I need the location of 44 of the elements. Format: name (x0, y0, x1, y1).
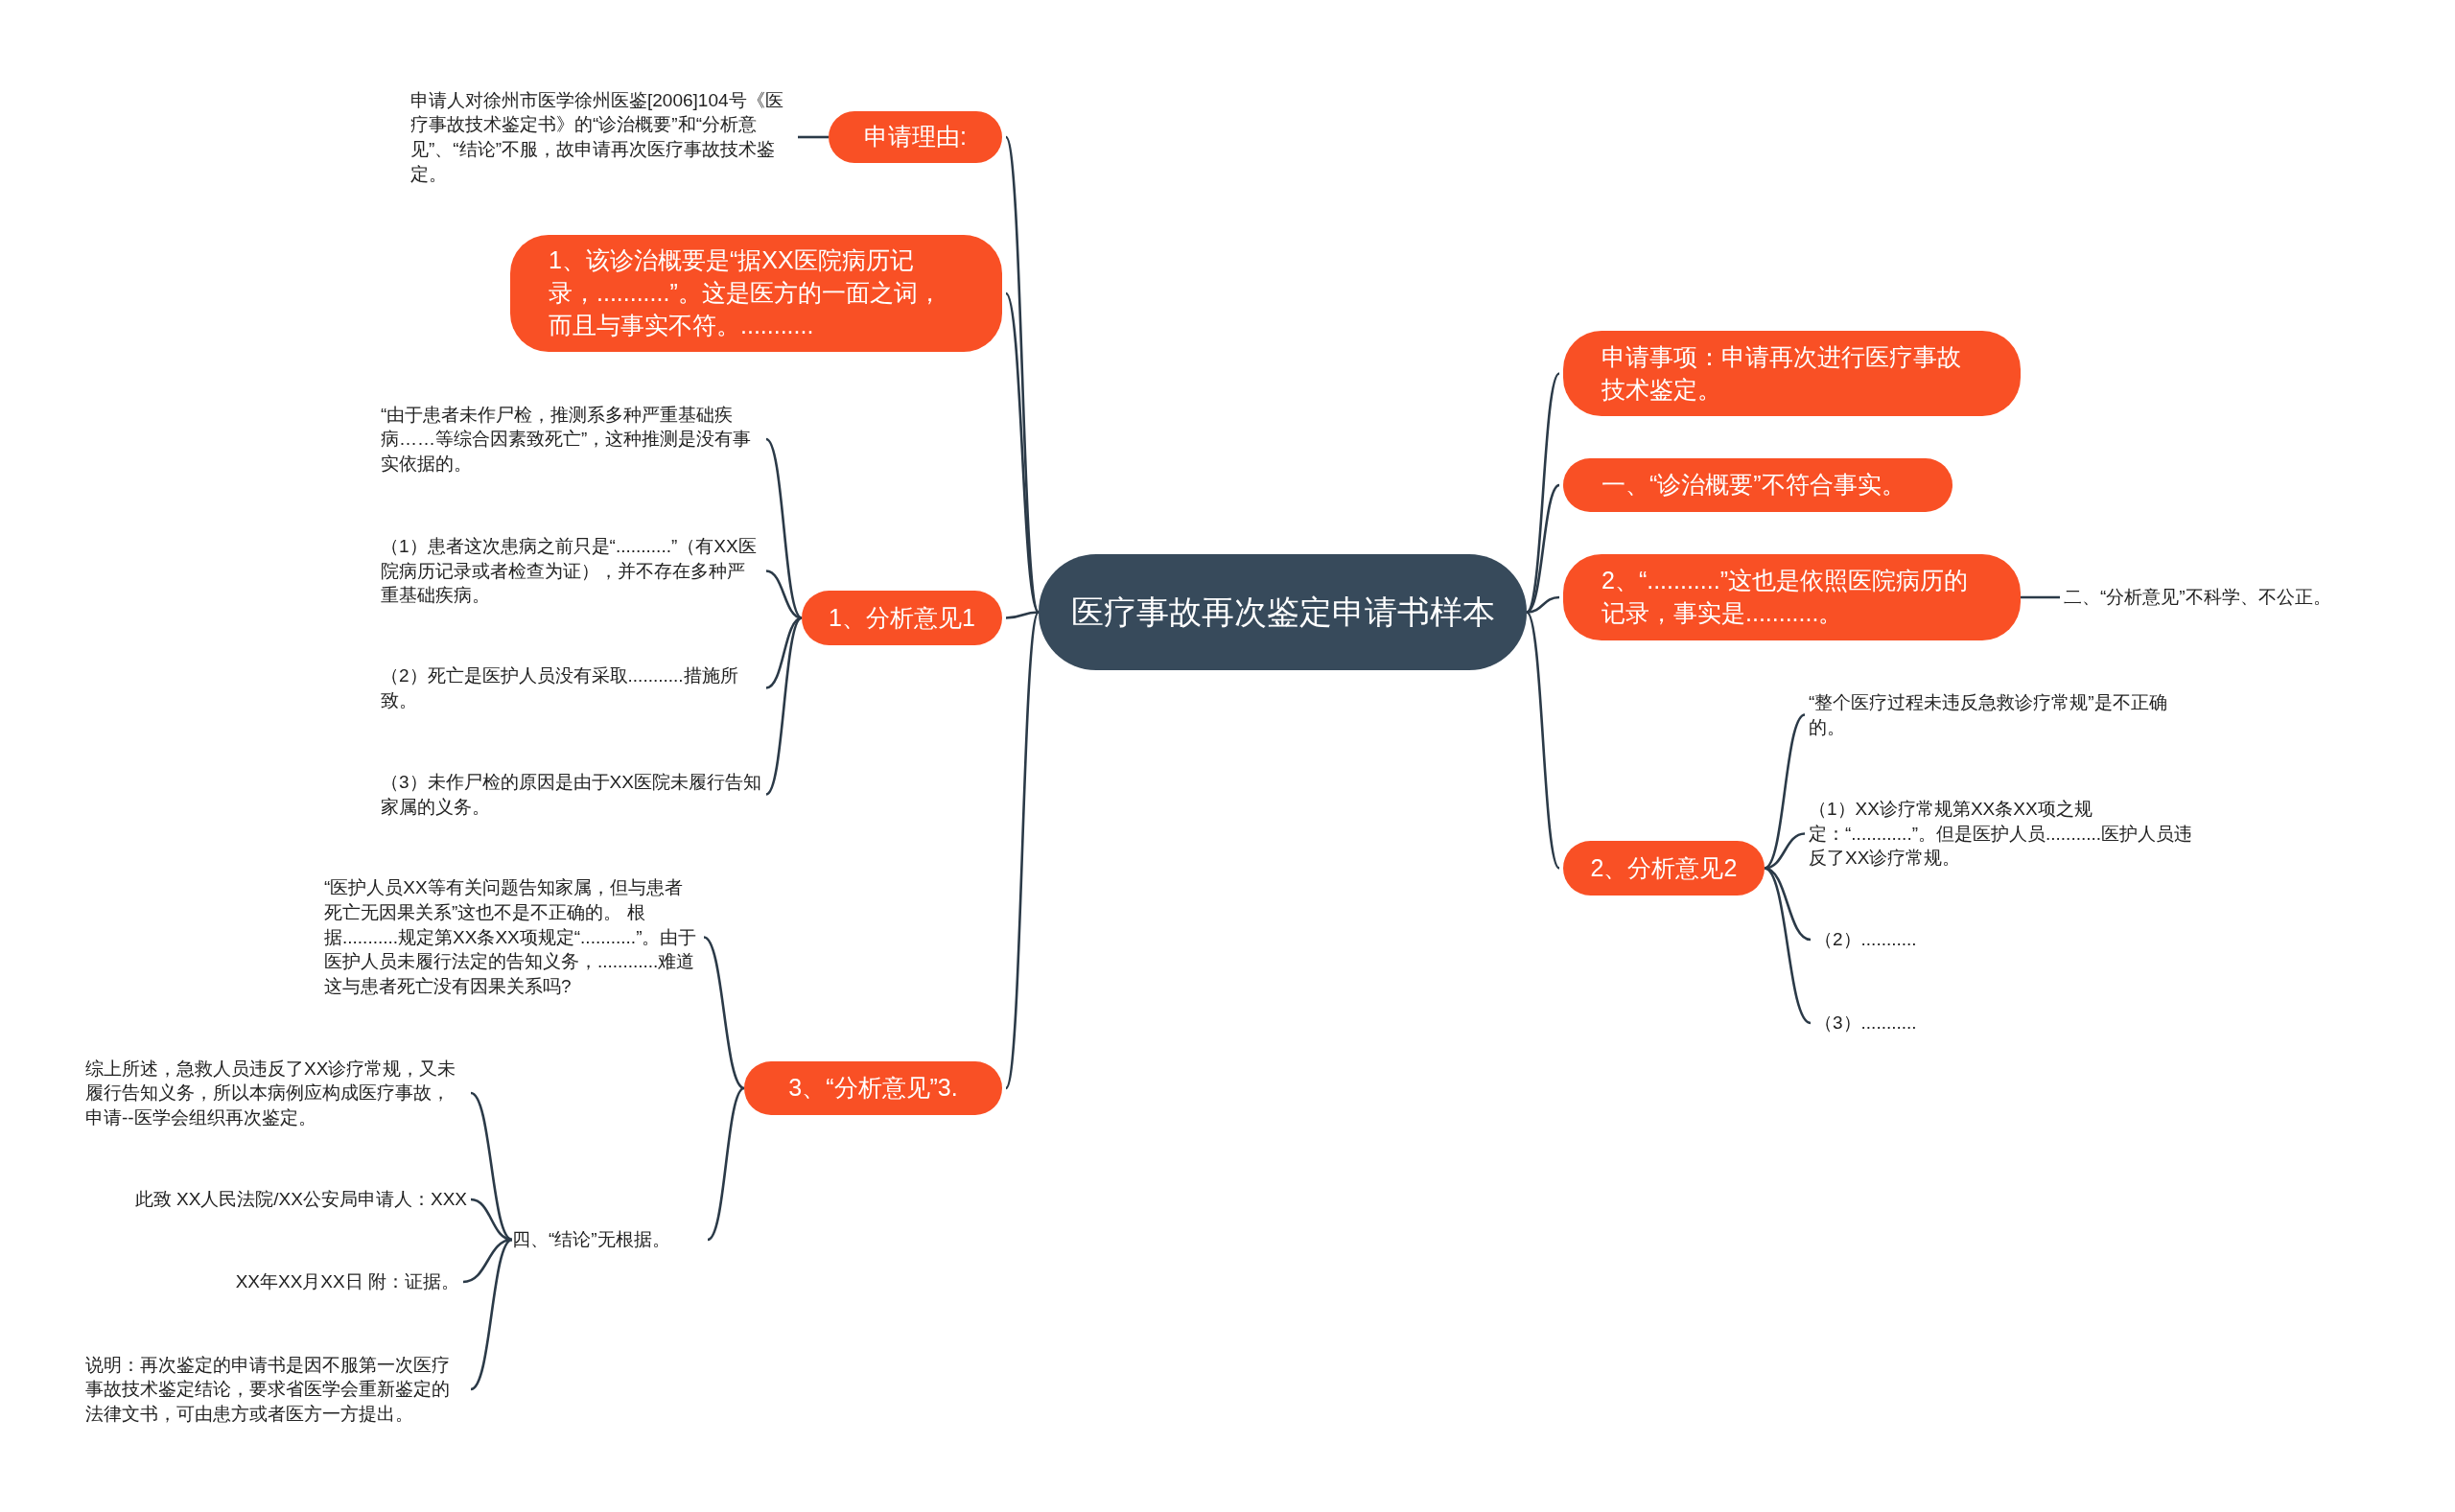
connector-line (703, 936, 745, 1090)
connector-line (1004, 292, 1040, 614)
note-text: （3）未作尸检的原因是由于XX医院未履行告知家属的义务。 (381, 767, 762, 822)
topic-pill: 2、分析意见2 (1563, 841, 1765, 896)
note-text: “由于患者未作尸检，推测系多种严重基础疾病……等综合因素致死亡”，这种推测是没有事实依据的。 (381, 401, 762, 477)
topic-pill: 3、“分析意见”3. (744, 1061, 1002, 1115)
note-text: （3）........... (1814, 1009, 1949, 1037)
connector-line (707, 1086, 745, 1242)
topic-pill: 申请事项：申请再次进行医疗事故技术鉴定。 (1563, 331, 2021, 416)
note-text: “整个医疗过程未违反急救诊疗常规”是不正确的。 (1809, 687, 2196, 742)
note-text: （2）........... (1814, 925, 1949, 954)
note-text: “医护人员XX等有关问题告知家属，但与患者死亡无因果关系”这也不是不正确的。 根据...........规定第XX条XX项规定“...........”。由于医护人员未履行法定的告知义务，............难道这与患者死亡没有因果关系吗? (324, 874, 700, 1000)
connector-line (470, 1238, 513, 1391)
connector-line (1525, 611, 1561, 870)
topic-pill: 1、该诊治概要是“据XX医院病历记录，...........”。这是医方的一面之词，而且与事实不符。........... (510, 235, 1002, 352)
note-text: （1）XX诊疗常规第XX条XX项之规定：“............”。但是医护人员...........医护人员违反了XX诊疗常规。 (1809, 794, 2196, 873)
connector-line (1526, 372, 1560, 614)
note-text: 综上所述，急救人员违反了XX诊疗常规，又未履行告知义务，所以本病例应构成医疗事故，申请--医学会组织再次鉴定。 (85, 1054, 467, 1132)
connector-line (1526, 483, 1560, 614)
connector-line (1004, 136, 1040, 613)
topic-pill: 2、“...........”这也是依照医院病历的记录，事实是...........。 (1563, 554, 2021, 640)
connector-line (1764, 713, 1806, 870)
note-text: 二、“分析意见”不科学、不公正。 (2064, 583, 2371, 612)
note-text: 说明：再次鉴定的申请书是因不服第一次医疗事故技术鉴定结论，要求省医学会重新鉴定的法律文书，可由患方或者医方一方提出。 (85, 1350, 467, 1429)
note-text: 四、“结论”无根据。 (512, 1225, 704, 1254)
connector-line (1764, 867, 1812, 1025)
connector-line (1005, 611, 1040, 619)
note-text: XX年XX月XX日 附：证据。 (206, 1268, 459, 1296)
topic-pill: 一、“诊治概要”不符合事实。 (1563, 458, 1952, 512)
note-text: 申请人对徐州市医学徐州医鉴[2006]104号《医疗事故技术鉴定书》的“诊治概要”和“分析意见”、“结论”不服，故申请再次医疗事故技术鉴定。 (410, 86, 794, 188)
connector-line (470, 1198, 513, 1242)
connector-line (798, 135, 829, 139)
note-text: （1）患者这次患病之前只是“...........”（有XX医院病历记录或者检查为证），并不存在多种严重基础疾病。 (381, 531, 762, 611)
central-topic: 医疗事故再次鉴定申请书样本 (1039, 554, 1527, 670)
topic-pill: 1、分析意见1 (802, 591, 1002, 645)
connector-line (1526, 595, 1560, 614)
connector-line (2021, 595, 2060, 599)
connector-line (1004, 612, 1040, 1089)
note-text: 此致 XX人民法院/XX公安局申请人：XXX (101, 1185, 467, 1214)
connector-line (765, 616, 803, 796)
connector-line (765, 438, 803, 619)
note-text: （2）死亡是医护人员没有采取...........措施所致。 (381, 661, 762, 715)
connector-line (470, 1091, 513, 1242)
topic-pill: 申请理由: (829, 111, 1002, 163)
